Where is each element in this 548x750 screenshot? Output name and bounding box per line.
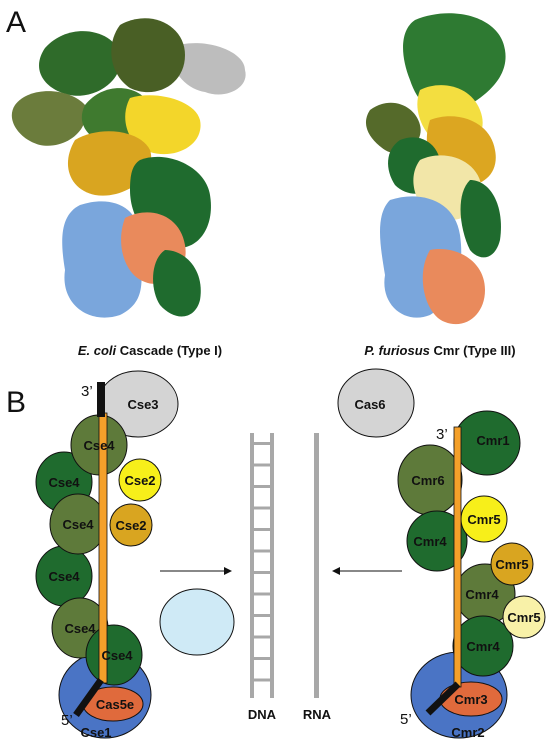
dna-rung (252, 571, 272, 574)
cascade-crrna-3-handle (97, 382, 105, 417)
cse4-label-1: Cse4 (83, 438, 115, 453)
rna-label: RNA (303, 707, 332, 722)
cmr-crrna (453, 426, 462, 688)
cas5e-label: Cas5e (96, 697, 134, 712)
cascade-3prime: 3’ (81, 383, 93, 400)
dna-rung (252, 549, 272, 553)
caption-cascade-rest: Cascade (Type I) (116, 343, 222, 358)
caption-cmr-species: P. furiosus (364, 343, 430, 358)
dna-rung (252, 485, 272, 488)
cmr5-label-1: Cmr5 (467, 512, 500, 527)
cmr2-label: Cmr2 (451, 725, 484, 740)
dna-rung (252, 678, 272, 682)
cse4-label-6: Cse4 (101, 648, 133, 663)
dna-rung (252, 442, 272, 445)
rna-strand (314, 433, 319, 698)
cmr-schematic: Cas6 3’ 5’ Cmr1 Cmr6 Cmr5 Cmr4 Cmr5 Cmr4… (337, 368, 546, 740)
cmr4-label-2: Cmr4 (465, 587, 499, 602)
dna-rung (252, 463, 272, 467)
cmr-crrna-5-handle (425, 681, 461, 716)
cascade-5prime: 5’ (61, 712, 73, 729)
cmr-5prime: 5’ (400, 711, 412, 728)
cse2-label-2: Cse2 (115, 518, 146, 533)
cse1-label: Cse1 (80, 725, 111, 740)
cmr4-subunit-3 (452, 615, 514, 677)
caption-cmr-rest: Cmr (Type III) (430, 343, 516, 358)
dna-rung (252, 592, 272, 596)
cascade-crrna (98, 412, 108, 684)
cmr5-subunit-2 (490, 542, 534, 586)
cas6-subunit (337, 368, 415, 438)
cmr-em-structure (365, 13, 506, 325)
caption-cascade-species: E. coli (78, 343, 117, 358)
cas6-label: Cas6 (354, 397, 385, 412)
cmr5-subunit-3 (502, 595, 546, 639)
cse2-subunit-2 (109, 503, 153, 547)
cse4-label-2: Cse4 (48, 475, 80, 490)
cmr5-label-2: Cmr5 (495, 557, 528, 572)
cmr3-label: Cmr3 (454, 692, 487, 707)
dna-rung (252, 657, 272, 660)
dna-label: DNA (248, 707, 277, 722)
arrow-to-rna (332, 567, 402, 575)
dna-rung (252, 614, 272, 617)
cse2-label-1: Cse2 (124, 473, 155, 488)
cmr4-subunit-1 (406, 510, 468, 572)
cse3-label: Cse3 (127, 397, 158, 412)
dna-rung (252, 528, 272, 531)
dna-rung (252, 635, 272, 639)
cascade-em-structure (11, 18, 246, 318)
cmr-3prime: 3’ (436, 426, 448, 443)
caption-cmr: P. furiosus Cmr (Type III) (364, 343, 515, 358)
panel-a-label: A (6, 6, 26, 39)
cse4-label-3: Cse4 (62, 517, 94, 532)
caption-cascade: E. coli Cascade (Type I) (78, 343, 222, 358)
cascade-crrna-5-handle (73, 677, 104, 718)
panel-b-label: B (6, 386, 26, 419)
cmr4-label-1: Cmr4 (413, 534, 447, 549)
dna-ladder (250, 433, 274, 698)
cmr6-label: Cmr6 (411, 473, 444, 488)
cascade-schematic: Cse1 Cse3 3’ 5’ Cse4 Cse4 Cse4 Cse4 Cse4… (35, 370, 179, 740)
dna-rung (252, 506, 272, 510)
cmr1-label: Cmr1 (476, 433, 509, 448)
cmr4-label-3: Cmr4 (466, 639, 500, 654)
cse4-label-5: Cse4 (64, 621, 96, 636)
unlabeled-light-blue-oval (159, 588, 235, 656)
cse4-label-4: Cse4 (48, 569, 80, 584)
cse2-subunit-1 (118, 458, 162, 502)
cmr5-label-3: Cmr5 (507, 610, 540, 625)
arrow-to-dna (160, 567, 232, 575)
